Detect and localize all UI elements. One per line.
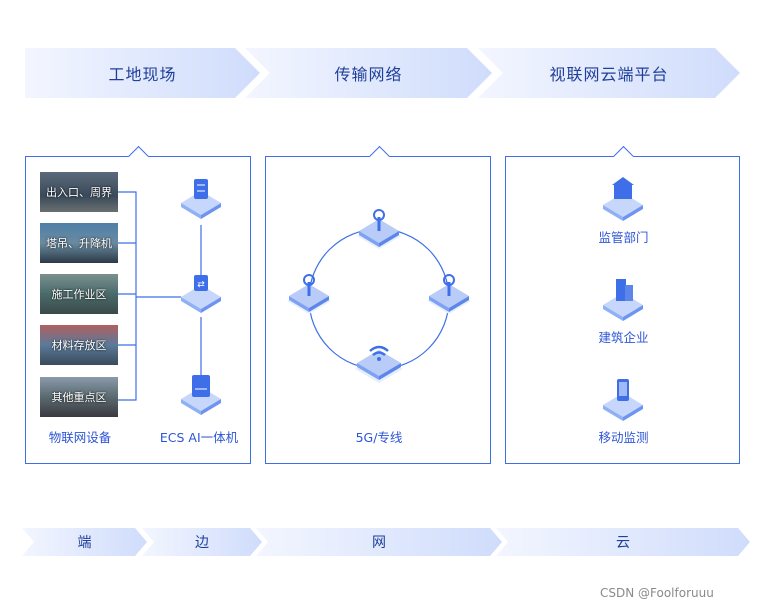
- cloud-panel: 监管部门 建筑企业 移动监测: [505, 145, 740, 464]
- base-station-icon: [427, 274, 471, 314]
- area-label: 材料存放区: [51, 339, 107, 352]
- layer-label: 端: [77, 535, 92, 551]
- stage-header-cloud: 视联网云端平台: [478, 48, 740, 98]
- server-cube-icon: [181, 375, 221, 415]
- watermark: CSDN @Foolforuuu: [600, 586, 714, 600]
- area-label: 塔吊、升降机: [46, 237, 112, 250]
- cloud-icons: [603, 177, 643, 421]
- office-building-icon: [603, 279, 643, 321]
- stage-title: 视联网云端平台: [549, 65, 669, 84]
- base-station-icon: [357, 209, 401, 249]
- layer-arrow-cloud: 云: [496, 528, 750, 556]
- device-cube-icon: [181, 179, 221, 219]
- network-caption: 5G/专线: [355, 430, 403, 445]
- connector-lines: ⇄: [118, 179, 221, 415]
- stage-header-network: 传输网络: [245, 48, 492, 98]
- mobile-phone-icon: [603, 379, 643, 421]
- wifi-router-icon: [355, 345, 403, 383]
- edge-caption: ECS AI一体机: [159, 430, 239, 445]
- area-label: 出入口、周界: [46, 186, 112, 199]
- area-thumbnail: 材料存放区: [40, 325, 118, 365]
- area-label: 施工作业区: [51, 288, 107, 301]
- devices-caption: 物联网设备: [48, 430, 112, 445]
- layer-arrow-end: 端: [22, 528, 147, 556]
- cloud-item-label: 监管部门: [598, 230, 649, 245]
- arrow-shape: [496, 528, 750, 556]
- stage-header-site: 工地现场: [25, 48, 260, 98]
- area-thumbnail: 塔吊、升降机: [40, 223, 118, 263]
- network-panel: 5G/专线: [265, 145, 491, 464]
- site-panel: 出入口、周界 塔吊、升降机 施工作业区 材料存放区 其他重点区 ⇄: [25, 145, 251, 464]
- area-thumbnail: 施工作业区: [40, 274, 118, 314]
- switch-cube-icon: ⇄: [181, 275, 221, 313]
- layer-arrow-edge: 边: [142, 528, 262, 556]
- area-label: 其他重点区: [51, 391, 107, 404]
- network-ring: [287, 209, 471, 383]
- base-station-icon: [287, 274, 331, 314]
- area-thumbnail: 出入口、周界: [40, 172, 118, 212]
- stage-title: 工地现场: [108, 65, 177, 84]
- layer-label: 边: [195, 535, 209, 551]
- cloud-item-label: 建筑企业: [598, 330, 649, 345]
- arrow-shape: [25, 48, 260, 98]
- arrow-shape: [142, 528, 262, 556]
- layer-arrow-network: 网: [256, 528, 502, 556]
- area-thumbnail: 其他重点区: [40, 377, 118, 417]
- arrow-shape: [478, 48, 740, 98]
- arrow-shape: [22, 528, 147, 556]
- cloud-item-label: 移动监测: [598, 430, 649, 445]
- svg-text:⇄: ⇄: [197, 280, 205, 290]
- arrow-shape: [256, 528, 502, 556]
- government-building-icon: [603, 177, 643, 221]
- stage-title: 传输网络: [334, 65, 403, 84]
- layer-label: 网: [372, 535, 386, 551]
- arrow-shape: [245, 48, 492, 98]
- layer-label: 云: [616, 535, 630, 551]
